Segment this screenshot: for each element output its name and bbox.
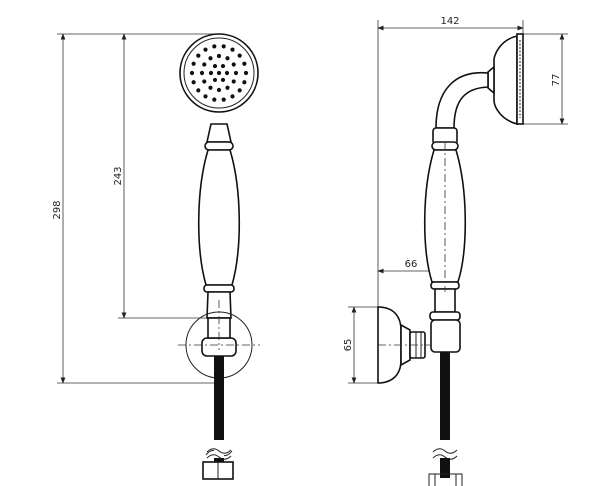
spray-hole xyxy=(231,62,236,67)
spray-hole xyxy=(221,44,226,49)
spray-hole xyxy=(230,94,235,99)
spray-hole xyxy=(191,61,196,66)
hose-front xyxy=(202,356,234,480)
spray-hole xyxy=(208,70,214,76)
spray-hole xyxy=(216,70,222,76)
spray-hole xyxy=(203,47,208,52)
spray-hole xyxy=(212,97,217,102)
spray-hole xyxy=(225,85,230,90)
dimension-298: 298 xyxy=(52,33,215,384)
spray-hole xyxy=(237,53,242,58)
spray-hole xyxy=(225,56,230,61)
spray-hole xyxy=(233,70,239,76)
dimension-label-243: 243 xyxy=(113,166,124,185)
spray-hole xyxy=(199,70,205,76)
dimension-label-298: 298 xyxy=(52,200,63,219)
spray-hole xyxy=(202,79,207,84)
front-view: 298 243 xyxy=(52,33,260,480)
dimension-65: 65 xyxy=(343,306,378,384)
spray-hole xyxy=(208,56,213,61)
spray-hole xyxy=(212,63,218,69)
handle-front xyxy=(197,123,241,319)
spray-hole xyxy=(208,85,213,90)
spray-hole xyxy=(242,80,247,85)
spray-hole xyxy=(189,70,195,76)
spray-hole xyxy=(216,53,222,59)
dimension-243: 243 xyxy=(113,33,210,319)
spray-hole xyxy=(224,70,230,76)
dimension-77: 77 xyxy=(523,33,568,125)
shower-head-side xyxy=(435,33,524,129)
dimension-label-65: 65 xyxy=(343,339,354,352)
shower-head-face xyxy=(179,33,259,113)
spray-hole xyxy=(243,70,249,76)
spray-hole xyxy=(203,94,208,99)
handle-side xyxy=(423,127,467,353)
spray-hole xyxy=(220,77,226,83)
spray-hole xyxy=(191,80,196,85)
spray-hole xyxy=(230,47,235,52)
spray-hole xyxy=(216,87,222,93)
spray-hole xyxy=(242,61,247,66)
spray-hole xyxy=(196,88,201,93)
spray-hole xyxy=(212,44,217,49)
dimension-label-142: 142 xyxy=(440,16,459,27)
spray-hole xyxy=(196,53,201,58)
spray-hole xyxy=(237,88,242,93)
spray-hole xyxy=(231,79,236,84)
dimension-label-77: 77 xyxy=(551,74,562,87)
side-view: 142 77 66 65 xyxy=(343,16,568,486)
dimension-label-66: 66 xyxy=(405,259,418,270)
spray-hole xyxy=(202,62,207,67)
spray-hole xyxy=(220,63,226,69)
hose-side xyxy=(428,352,463,486)
spray-hole xyxy=(212,77,218,83)
spray-hole xyxy=(221,97,226,102)
wall-bracket-side xyxy=(377,306,430,384)
